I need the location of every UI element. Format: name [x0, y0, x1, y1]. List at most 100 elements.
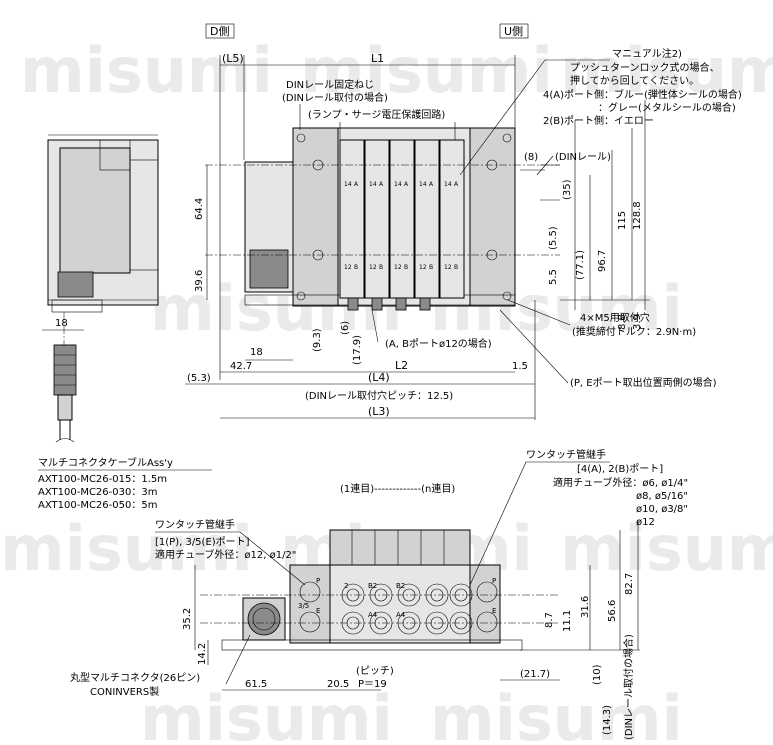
valve-label: A [354, 181, 359, 188]
dim-31-6: 31.6 [580, 596, 591, 618]
drawing-rect [395, 297, 407, 311]
dim-14-3: (14.3) [602, 705, 613, 735]
dim-5-3: (5.3) [187, 373, 211, 384]
valve-label: A [429, 181, 434, 188]
valve-label: 12 [444, 264, 452, 271]
drawing-rect [249, 249, 289, 289]
tube-right-label: 適用チューブ外径：ø6, ø1/4" [553, 476, 688, 489]
drawing-g [347, 297, 431, 311]
dim-17-9: (17.9) [352, 335, 363, 365]
valve-stack [339, 139, 465, 299]
dim-L3: (L3) [368, 405, 390, 418]
drawing-rect [347, 297, 359, 311]
dim-82-7: 82.7 [624, 573, 635, 595]
drawing-g [351, 530, 445, 565]
manual-title: マニュアル注2) [612, 47, 682, 60]
dim-64-4: 64.4 [194, 198, 205, 220]
dim-20-5: 20.5 [327, 679, 349, 690]
port4-gray: ：グレー(メタルシールの場合) [598, 101, 736, 114]
drawing-path [59, 420, 71, 440]
drawing-path [459, 59, 610, 176]
drawing-path [499, 309, 569, 384]
drawing-circle [299, 611, 321, 633]
dim-128-8: 128.8 [632, 201, 643, 230]
cable-item: AXT100-MC26-050：5m [38, 500, 157, 511]
d-side-box [205, 23, 235, 39]
connector-side [57, 271, 94, 298]
ports-right: [4(A), 2(B)ポート] [577, 463, 663, 475]
drawing-path [507, 299, 571, 326]
d-side-label: D側 [210, 25, 229, 38]
drawing-rect [289, 564, 331, 644]
drawing-rect [292, 127, 339, 307]
drawing-circle [502, 133, 512, 143]
drawing-g: P E 3/5 2 B2 A4 B2 A4 P E [298, 577, 496, 619]
dim-61-5: 61.5 [245, 679, 267, 690]
cable-connector [53, 344, 77, 396]
tube-right-4: ø12 [636, 517, 655, 528]
dim-L1: L1 [371, 52, 384, 65]
dim-8: (8) [524, 152, 538, 163]
valve-label: 14 [369, 181, 377, 188]
port-label: P [316, 577, 320, 585]
side-block [59, 147, 131, 274]
dim-8-7: 8.7 [544, 612, 555, 628]
dim-1-5: 1.5 [512, 361, 528, 372]
dim-L2: L2 [395, 359, 408, 372]
drawing-rect [51, 299, 103, 313]
drawing-rect [469, 127, 516, 307]
din-rail-label: (DINレール) [555, 152, 611, 163]
din-fix-case: (DINレール取付の場合) [282, 91, 388, 104]
drawing-circle [247, 602, 281, 636]
dim-L4: (L4) [368, 371, 390, 384]
u-side-box [499, 23, 529, 39]
valve [439, 139, 465, 299]
port-label: E [492, 607, 496, 615]
dim-14-2: 14.2 [197, 643, 208, 665]
dim-35: (35) [562, 179, 573, 200]
dim-56-6: 56.6 [607, 600, 618, 622]
din-fix-screw: DINレール固定ねじ [286, 78, 374, 91]
valve-label: B [454, 264, 458, 271]
drawing-circle [296, 133, 306, 143]
drawing-path [536, 155, 554, 176]
valve [364, 139, 390, 299]
drawing-g: 14 A 14 A 14 A 14 A 14 A 12 B 12 B 12 B … [344, 181, 459, 271]
pe-port: (P, Eポート取出位置両側の場合) [570, 376, 717, 389]
tube-right-2: ø8, ø5/16" [636, 491, 688, 502]
pitch-label: (ピッチ) [356, 665, 394, 677]
valve-label: 12 [419, 264, 427, 271]
valve [339, 139, 365, 299]
drawing-rect [329, 529, 471, 566]
valve-label: A [379, 181, 384, 188]
valve-label: 14 [344, 181, 352, 188]
drawing-circle [299, 581, 321, 603]
dim-115: 115 [617, 211, 628, 230]
port2-yellow: 2(B)ポート側：イエロー [543, 114, 654, 127]
valve-label: B [354, 264, 358, 271]
ab-port: (A, Bポートø12の場合) [385, 337, 492, 350]
stations: (1連目)-------------(n連目) [340, 482, 455, 495]
watermark-text: misumi [430, 682, 683, 745]
torque: (推奨締付トルク：2.9N·m) [572, 325, 696, 338]
valve-label: 14 [394, 181, 402, 188]
cable-item: AXT100-MC26-030：3m [38, 487, 157, 498]
din-pitch: (DINレール取付穴ピッチ：12.5) [305, 389, 453, 402]
dim-6: (6) [340, 321, 351, 335]
drawing-path [55, 438, 75, 443]
dim-39-6: 39.6 [194, 270, 205, 292]
drawing-path [239, 531, 306, 586]
cable-title: マルチコネクタケーブルAss'y [38, 456, 173, 469]
m5-holes: 4×M5用取付穴 [580, 311, 650, 324]
drawing-g: 35.2 14.2 8.7 11.1 31.6 56.6 82.7 (10) (… [182, 573, 635, 740]
watermark-text: misumi [20, 34, 273, 107]
tube-left: 適用チューブ外径：ø12, ø1/2" [155, 548, 296, 561]
drawing-circle [502, 291, 512, 301]
port4-blue: 4(A)ポート側：ブルー(弾性体シールの場合) [543, 88, 742, 101]
dim-35-2: 35.2 [182, 608, 193, 630]
port-label: 3/5 [298, 602, 309, 610]
valve-label: 12 [344, 264, 352, 271]
watermark-text: misumi [560, 34, 773, 107]
port-label: P [492, 577, 496, 585]
drawing-path [371, 309, 379, 343]
